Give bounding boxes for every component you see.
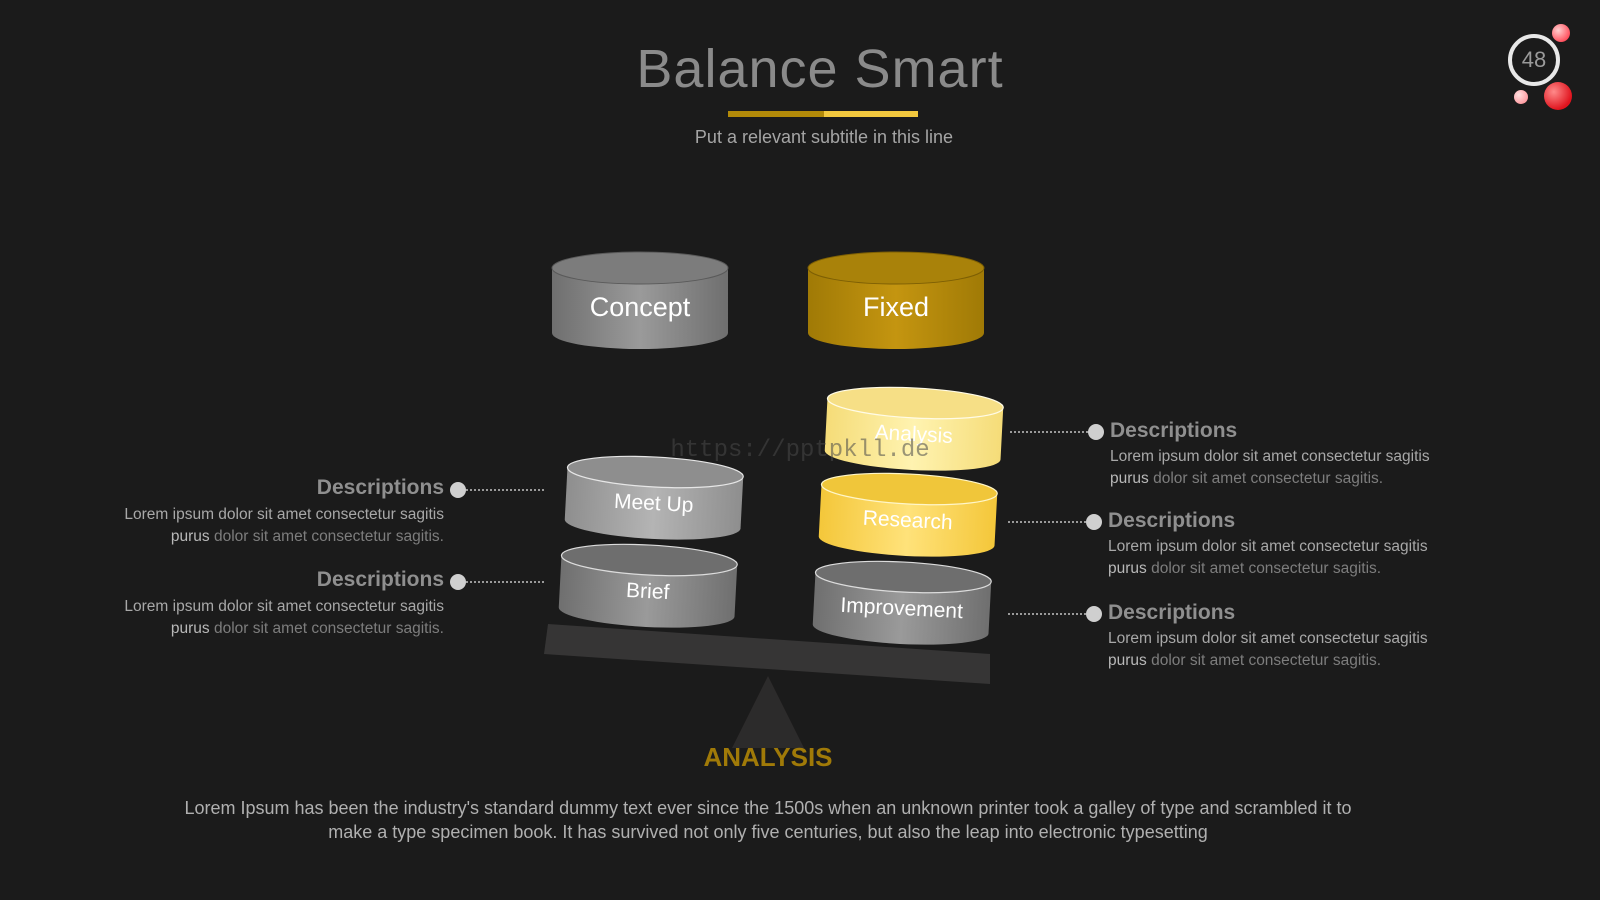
connector-dots	[450, 424, 1104, 622]
page-subtitle: Put a relevant subtitle in this line	[694, 127, 954, 147]
desc-soft: dolor sit amet consectetur sagitis.	[1151, 560, 1382, 577]
desc-strong: purus	[170, 528, 210, 545]
desc-soft: dolor sit amet consectetur sagitis.	[1153, 470, 1384, 487]
desc-soft: dolor sit amet consectetur sagitis.	[213, 620, 444, 637]
desc-strong: purus	[1108, 652, 1147, 669]
fixed-label: Fixed	[863, 292, 929, 322]
analysis-label: Analysis	[874, 421, 953, 448]
brief-label: Brief	[626, 579, 670, 604]
left-desc-body-2: Lorem ipsum dolor sit amet consectetur s…	[84, 596, 444, 640]
analysis-cylinder: Analysis	[824, 386, 1004, 471]
right-desc-title-1: Descriptions	[1110, 419, 1238, 442]
footer-paragraph: Lorem Ipsum has been the industry's stan…	[184, 798, 1352, 842]
pivot-label: ANALYSIS	[703, 742, 833, 772]
title-underline-light	[824, 111, 918, 117]
desc-strong: purus	[170, 620, 210, 637]
left-desc-body-1: Lorem ipsum dolor sit amet consectetur s…	[84, 504, 444, 548]
right-desc-body-2: Lorem ipsum dolor sit amet consectetur s…	[1108, 536, 1468, 580]
watermark: https://pptpkll.de	[670, 437, 929, 464]
desc-lead: Lorem ipsum dolor sit amet consectetur s…	[124, 598, 444, 615]
left-desc-title-1: Descriptions	[316, 476, 444, 499]
meetup-cylinder: Meet Up	[564, 455, 744, 540]
improvement-cylinder: Improvement	[812, 560, 992, 645]
concept-label: Concept	[590, 292, 691, 322]
decor-dot-icon	[1514, 90, 1528, 104]
page-title: Balance Smart	[636, 39, 1004, 99]
balance-beam	[544, 624, 990, 684]
research-label: Research	[862, 507, 953, 535]
pivot-triangle	[732, 676, 804, 748]
desc-strong: purus	[1108, 560, 1147, 577]
desc-lead: Lorem ipsum dolor sit amet consectetur s…	[1110, 448, 1430, 465]
decor-dot-icon	[1552, 24, 1570, 42]
desc-strong: purus	[1110, 470, 1149, 487]
concept-cylinder: Concept	[551, 251, 729, 349]
left-desc-title-2: Descriptions	[316, 568, 444, 591]
desc-soft: dolor sit amet consectetur sagitis.	[213, 528, 444, 545]
right-desc-body-3: Lorem ipsum dolor sit amet consectetur s…	[1108, 628, 1468, 672]
title-underline-dark	[728, 111, 824, 117]
decor-dot-icon	[1544, 82, 1572, 110]
research-cylinder: Research	[818, 472, 998, 557]
page-number-badge: 48	[1508, 34, 1560, 86]
fixed-cylinder: Fixed	[807, 251, 985, 349]
meetup-label: Meet Up	[613, 490, 693, 517]
desc-lead: Lorem ipsum dolor sit amet consectetur s…	[1108, 538, 1428, 555]
right-desc-title-3: Descriptions	[1108, 601, 1236, 624]
desc-lead: Lorem ipsum dolor sit amet consectetur s…	[1108, 630, 1428, 647]
brief-cylinder: Brief	[558, 543, 738, 628]
desc-lead: Lorem ipsum dolor sit amet consectetur s…	[124, 506, 444, 523]
right-desc-body-1: Lorem ipsum dolor sit amet consectetur s…	[1110, 446, 1470, 490]
right-desc-title-2: Descriptions	[1108, 509, 1236, 532]
connectors	[466, 431, 1094, 615]
desc-soft: dolor sit amet consectetur sagitis.	[1151, 652, 1382, 669]
